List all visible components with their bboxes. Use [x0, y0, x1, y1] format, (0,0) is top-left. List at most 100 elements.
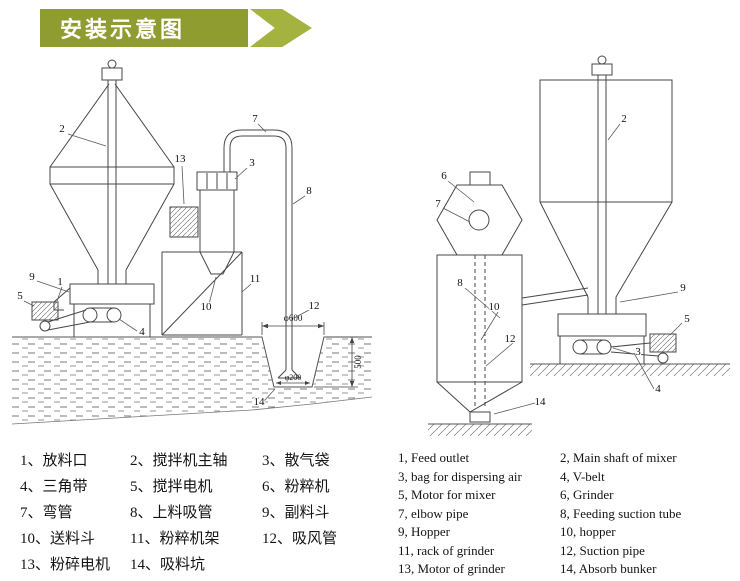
- dim-500: 500: [353, 355, 363, 369]
- callout-9: 9: [680, 282, 686, 294]
- top-bearing: [591, 63, 613, 76]
- legend-en-item: 14, Absorb bunker: [560, 561, 657, 576]
- cyclone-inlet: [468, 209, 490, 231]
- callout-10: 10: [489, 301, 501, 313]
- page-title: 安装示意图: [60, 17, 186, 42]
- bunker-outlet: [469, 411, 491, 423]
- top-pulley: [107, 59, 117, 69]
- callout-5: 5: [684, 313, 690, 325]
- legend-en-item: 6, Grinder: [560, 487, 614, 502]
- callouts-left: 2 13 3 7 8 11 10 9 1 5 4: [16, 112, 320, 409]
- callout-12: 12: [505, 333, 516, 345]
- legend-cn-item: 2、搅拌机主轴: [130, 453, 228, 469]
- legend-en-item: 5, Motor for mixer: [398, 487, 496, 502]
- legend-cn-item: 11、粉粹机架: [130, 531, 220, 547]
- callout-11: 11: [250, 273, 261, 285]
- mixer-machine-right: [539, 55, 677, 364]
- motor-pulley: [657, 352, 669, 364]
- mixer-machine: [31, 59, 175, 337]
- legend-en-item: 2, Main shaft of mixer: [560, 450, 677, 465]
- legend-en-item: 9, Hopper: [398, 524, 450, 539]
- callout-8: 8: [457, 277, 463, 289]
- legend-cn-item: 7、弯管: [20, 505, 73, 521]
- callout-4: 4: [655, 383, 661, 395]
- legend-en-item: 10, hopper: [560, 524, 616, 539]
- diagram-left-svg: φ600 φ200 500 2 13 3: [12, 59, 372, 425]
- legend-chinese: 1、放料口 2、搅拌机主轴 3、散气袋 4、三角带 5、搅拌电机 6、粉粹机 7…: [20, 450, 362, 577]
- legend-cn-item: 5、搅拌电机: [130, 479, 213, 495]
- legend-cn-item: 6、粉粹机: [262, 479, 330, 495]
- feed-funnel: [199, 251, 235, 275]
- callout-7: 7: [252, 113, 258, 125]
- callout-1: 1: [57, 276, 63, 288]
- legend-cn-item: 1、放料口: [20, 453, 88, 469]
- legend-cn-item: 8、上料吸管: [130, 505, 213, 521]
- soil-hatch: [12, 337, 372, 424]
- legend-cn-item: 14、吸料坑: [130, 557, 206, 573]
- suction-tube: [521, 287, 589, 299]
- top-pulley: [597, 55, 607, 65]
- legend-cn-item: 9、副料斗: [262, 505, 330, 521]
- callout-8: 8: [306, 185, 312, 197]
- hopper-rim: [49, 166, 175, 185]
- legend-cn-item: 4、三角带: [20, 479, 88, 495]
- dimensions: φ600 φ200 500: [261, 313, 363, 388]
- dim-phi200: φ200: [285, 373, 302, 382]
- callout-2: 2: [621, 113, 627, 125]
- callout-14: 14: [535, 396, 547, 408]
- callout-13: 13: [175, 153, 187, 165]
- pulley: [596, 339, 612, 355]
- installation-diagram-front: φ600 φ200 500 2 13 3: [12, 52, 372, 444]
- ground-right: [428, 363, 730, 436]
- diagram-right-svg: 6 7 2 8 10 12 14 9 5 3 4: [428, 55, 730, 436]
- dim-phi600: φ600: [284, 313, 303, 323]
- legend-en-item: 3, bag for dispersing air: [398, 468, 522, 484]
- callouts-right: 6 7 2 8 10 12 14 9 5 3 4: [434, 112, 691, 415]
- grinder-body: [199, 189, 235, 253]
- legend-en-item: 12, Suction pipe: [560, 542, 645, 558]
- ground-and-pit: [12, 336, 372, 425]
- elbow-and-suction-pipe: [223, 129, 301, 379]
- legend-en-item: 11, rack of grinder: [398, 542, 495, 558]
- bunker-funnel: [436, 381, 523, 413]
- mixer-base: [69, 283, 155, 305]
- legend-english: 1, Feed outlet 2, Main shaft of mixer 3,…: [398, 449, 734, 579]
- legend-cn-item: 10、送料斗: [20, 531, 96, 547]
- header-banner: 安装示意图: [40, 9, 248, 47]
- pulley: [572, 339, 588, 355]
- callout-9: 9: [29, 271, 35, 283]
- legend-en-item: 8, Feeding suction tube: [560, 505, 682, 521]
- cyclone-body: [436, 184, 523, 256]
- top-bearing: [101, 67, 123, 81]
- storage-bin: [539, 79, 673, 203]
- cyclone-cap: [469, 171, 491, 186]
- callout-4: 4: [139, 326, 145, 338]
- pulley: [106, 307, 122, 323]
- legend-cn-item: 12、吸风管: [262, 531, 338, 547]
- motor-pulley: [39, 320, 51, 332]
- callout-5: 5: [17, 290, 23, 302]
- legend-cn-item: 3、散气袋: [262, 453, 330, 469]
- callout-2: 2: [59, 123, 65, 135]
- callout-6: 6: [441, 170, 447, 182]
- mixer-base: [557, 313, 647, 337]
- legend-cn-item: 13、粉碎电机: [20, 557, 111, 573]
- callout-7: 7: [435, 198, 441, 210]
- callout-3: 3: [635, 346, 641, 358]
- pipe-foot: [277, 369, 301, 379]
- legend-en-item: 1, Feed outlet: [398, 450, 470, 465]
- installation-diagram-side: 6 7 2 8 10 12 14 9 5 3 4: [382, 52, 732, 444]
- callout-14: 14: [254, 396, 266, 408]
- callout-10: 10: [201, 301, 213, 313]
- header-arrow-icon: [250, 9, 312, 47]
- bunker-body: [436, 254, 523, 383]
- grinder-motor: [169, 206, 199, 238]
- cyclone-and-bunker: [436, 171, 589, 423]
- legend-en-item: 7, elbow pipe: [398, 505, 469, 521]
- callout-3: 3: [249, 157, 255, 169]
- callout-12: 12: [309, 300, 320, 312]
- mixer-motor: [649, 333, 677, 353]
- legend-en-item: 13, Motor of grinder: [398, 561, 505, 576]
- mixer-motor: [31, 301, 59, 321]
